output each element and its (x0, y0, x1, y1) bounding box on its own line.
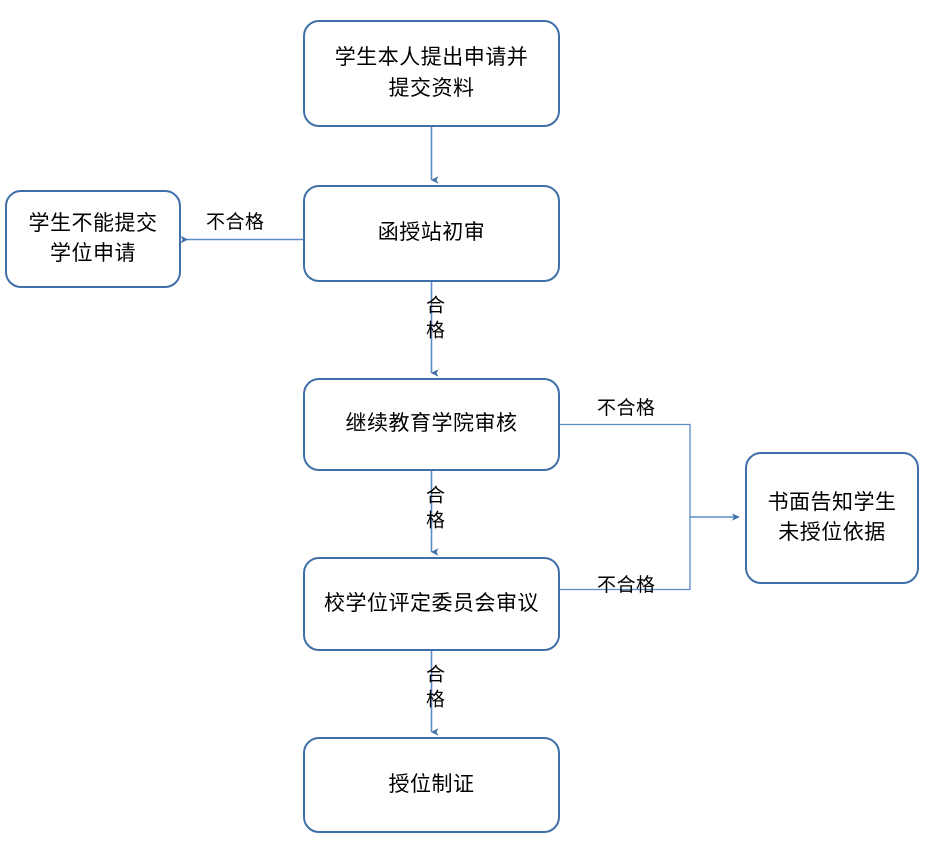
node-college-review[interactable]: 继续教育学院审核 (303, 378, 560, 471)
edge-label-committee-pass: 合格 (423, 664, 444, 714)
node-cannot-submit-application[interactable]: 学生不能提交 学位申请 (5, 190, 181, 288)
node-label: 书面告知学生 未授位依据 (767, 490, 897, 544)
edge-label-station-pass: 合格 (423, 295, 444, 345)
node-student-application[interactable]: 学生本人提出申请并 提交资料 (303, 20, 560, 127)
node-label: 学生本人提出申请并 提交资料 (334, 46, 529, 100)
node-station-preliminary-review[interactable]: 函授站初审 (303, 185, 560, 282)
node-label: 授位制证 (388, 772, 475, 796)
edge-label-committee-fail: 不合格 (597, 575, 656, 596)
edge-label-college-fail: 不合格 (597, 398, 656, 419)
node-written-notice[interactable]: 书面告知学生 未授位依据 (745, 452, 919, 584)
node-label: 函授站初审 (377, 221, 486, 245)
edge-college-fail (560, 423, 691, 517)
node-label: 校学位评定委员会审议 (324, 591, 539, 615)
node-grant-degree-certificate[interactable]: 授位制证 (303, 737, 560, 833)
node-committee-deliberation[interactable]: 校学位评定委员会审议 (303, 557, 560, 651)
node-label: 学生不能提交 学位申请 (28, 211, 158, 265)
node-label: 继续教育学院审核 (345, 412, 518, 436)
edge-label-college-pass: 合格 (423, 485, 444, 535)
edge-label-station-fail: 不合格 (206, 212, 265, 233)
